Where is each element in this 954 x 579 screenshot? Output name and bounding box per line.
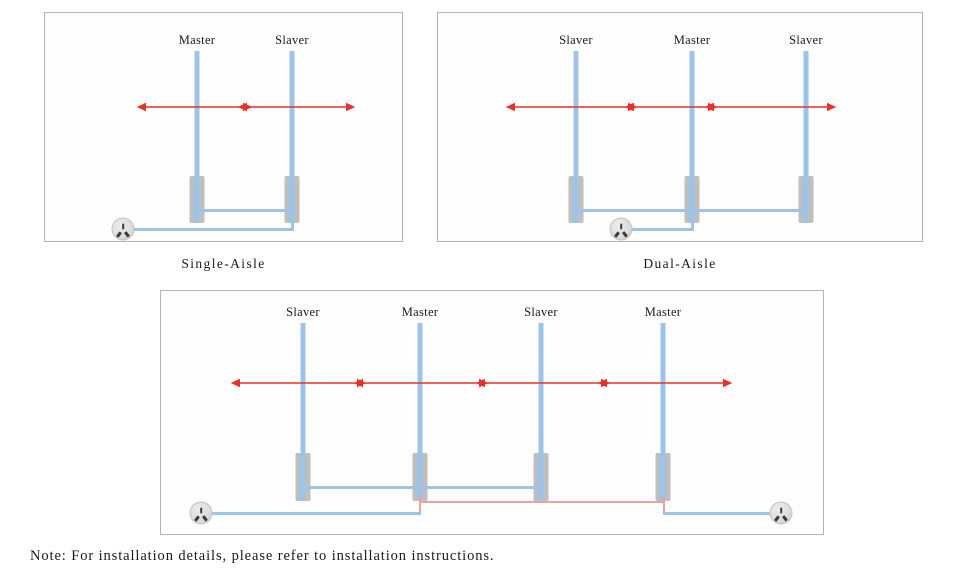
post-bar [300, 323, 306, 467]
socket-pin-top [121, 223, 125, 230]
wire-master-link [419, 501, 664, 503]
post-base-unit [412, 453, 428, 501]
aisle-span-arrows [505, 102, 837, 112]
post-base-unit [655, 453, 671, 501]
post-bar [289, 51, 295, 191]
power-socket-icon [189, 501, 213, 525]
panel-single-aisle: Master Slaver [44, 12, 403, 242]
wire-power-run [123, 228, 294, 231]
caption-dual-aisle: Dual-Aisle [643, 256, 717, 271]
socket-pin-top [779, 507, 783, 514]
aisle-span-arrows [136, 102, 356, 112]
post-bar [538, 323, 544, 467]
wire-master-link-drop-right [663, 496, 665, 514]
socket-pin-top [199, 507, 203, 514]
wire-power-run-left [201, 512, 421, 515]
wire-master-link-drop-left [419, 496, 421, 514]
post-label: Slaver [275, 33, 309, 47]
post-label: Slaver [524, 305, 558, 319]
wire-between-units [200, 209, 295, 212]
wire-power-drop [291, 209, 294, 231]
socket-pin-top [619, 223, 623, 230]
post-bar [803, 51, 809, 191]
post-label: Master [644, 305, 682, 319]
power-socket-icon [111, 217, 135, 241]
post-bar [573, 51, 579, 191]
post-label: Slaver [559, 33, 593, 47]
caption-single-aisle: Single-Aisle [181, 256, 266, 271]
post-label: Slaver [286, 305, 320, 319]
wire-between-units [579, 209, 809, 212]
post-bar [194, 51, 200, 191]
panel-dual-aisle: Slaver Master Slaver [437, 12, 923, 242]
post-label: Slaver [789, 33, 823, 47]
wire-power-drop [691, 209, 694, 231]
aisle-span-arrows [230, 378, 733, 388]
post-label: Master [401, 305, 439, 319]
post-label: Master [178, 33, 216, 47]
wire-between-units [306, 486, 545, 489]
post-base-unit [533, 453, 549, 501]
post-bar [660, 323, 666, 467]
wire-power-run [621, 228, 694, 231]
post-label: Master [673, 33, 711, 47]
post-bar [417, 323, 423, 467]
installation-note: Note: For installation details, please r… [30, 548, 495, 564]
post-bar [689, 51, 695, 191]
panel-multi-aisle: Slaver Master Slaver Master [160, 290, 824, 535]
post-base-unit [295, 453, 311, 501]
power-socket-icon [609, 217, 633, 241]
power-socket-icon [769, 501, 793, 525]
wire-power-run-right [663, 512, 781, 515]
